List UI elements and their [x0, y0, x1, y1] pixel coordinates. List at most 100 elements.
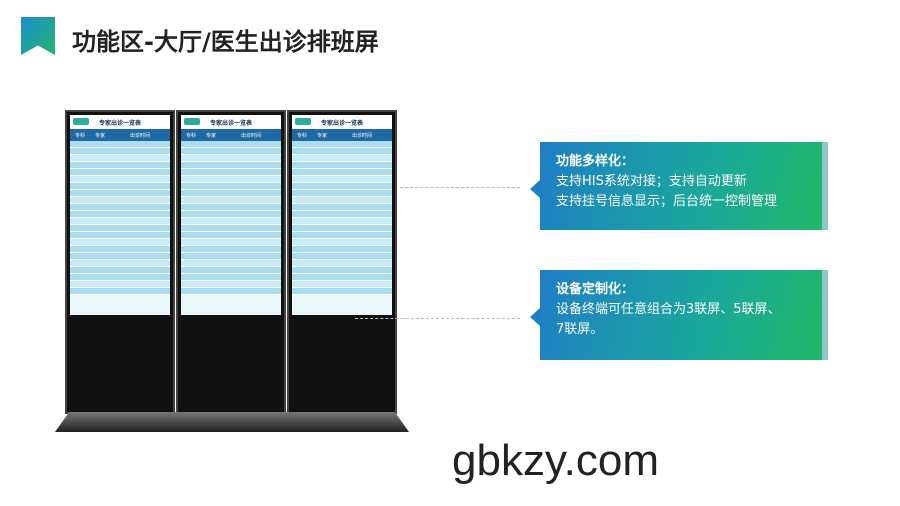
schedule-row	[70, 232, 170, 239]
feature-line: 7联屏。	[556, 322, 604, 337]
schedule-row	[181, 197, 281, 204]
col-doctor: 专家	[94, 132, 105, 139]
schedule-row	[181, 204, 281, 211]
feature-title: 设备定制化：	[556, 282, 635, 297]
schedule-row	[181, 155, 281, 162]
schedule-row	[181, 260, 281, 267]
col-doctor: 专家	[205, 132, 216, 139]
screen-heading: 专家出诊一览表	[98, 119, 141, 127]
schedule-row	[181, 288, 281, 295]
schedule-screen: 专家出诊一览表专科 专家 出诊时间	[292, 115, 392, 315]
schedule-row	[292, 239, 392, 246]
schedule-row	[292, 232, 392, 239]
feature-title: 功能多样化：	[556, 154, 635, 169]
schedule-screen: 专家出诊一览表专科 专家 出诊时间	[181, 115, 281, 315]
schedule-row	[292, 274, 392, 281]
hospital-logo	[295, 118, 311, 125]
schedule-row	[70, 260, 170, 267]
schedule-row	[181, 148, 281, 155]
schedule-row	[70, 288, 170, 295]
schedule-screen: 专家出诊一览表专科 专家 出诊时间	[70, 115, 170, 315]
schedule-row	[70, 246, 170, 253]
schedule-row	[181, 183, 281, 190]
col-time: 出诊时间	[351, 132, 372, 139]
schedule-row	[181, 162, 281, 169]
schedule-row	[181, 218, 281, 225]
schedule-row	[70, 155, 170, 162]
col-dept: 专科	[185, 132, 196, 139]
schedule-row	[70, 225, 170, 232]
schedule-row	[292, 176, 392, 183]
kiosk-display: 专家出诊一览表专科 专家 出诊时间	[176, 110, 286, 414]
col-time: 出诊时间	[240, 132, 261, 139]
schedule-row	[181, 176, 281, 183]
screen-heading: 专家出诊一览表	[209, 119, 252, 127]
schedule-row	[181, 239, 281, 246]
schedule-row	[70, 267, 170, 274]
schedule-row	[181, 267, 281, 274]
schedule-row	[181, 211, 281, 218]
kiosk-display: 专家出诊一览表专科 专家 出诊时间	[65, 110, 175, 414]
schedule-row	[292, 155, 392, 162]
hospital-logo	[184, 118, 200, 125]
schedule-row	[292, 253, 392, 260]
col-doctor: 专家	[316, 132, 327, 139]
col-time: 出诊时间	[129, 132, 150, 139]
schedule-row	[70, 176, 170, 183]
feature-card-2: 设备定制化： 设备终端可任意组合为3联屏、5联屏、 7联屏。	[530, 270, 822, 360]
schedule-row	[70, 253, 170, 260]
schedule-row	[292, 260, 392, 267]
schedule-row	[70, 190, 170, 197]
connector-line	[400, 187, 520, 188]
feature-line: 支持挂号信息显示；后台统一控制管理	[556, 194, 778, 209]
schedule-row	[292, 197, 392, 204]
schedule-row	[181, 141, 281, 148]
schedule-row	[181, 225, 281, 232]
schedule-row	[70, 204, 170, 211]
schedule-row	[181, 253, 281, 260]
schedule-row	[181, 281, 281, 288]
schedule-row	[70, 141, 170, 148]
kiosk-base	[55, 412, 409, 432]
screen-heading: 专家出诊一览表	[320, 119, 363, 127]
schedule-row	[181, 190, 281, 197]
schedule-row	[292, 141, 392, 148]
bookmark-icon	[21, 17, 55, 55]
hospital-logo	[73, 118, 89, 125]
page-title: 功能区-大厅/医生出诊排班屏	[72, 28, 379, 56]
schedule-row	[292, 183, 392, 190]
feature-line: 设备终端可任意组合为3联屏、5联屏、	[556, 302, 781, 317]
connector-line	[355, 318, 520, 319]
schedule-row	[181, 169, 281, 176]
schedule-row	[292, 211, 392, 218]
schedule-row	[70, 218, 170, 225]
schedule-row	[292, 218, 392, 225]
schedule-row	[70, 281, 170, 288]
schedule-row	[292, 148, 392, 155]
schedule-row	[292, 288, 392, 295]
schedule-row	[70, 239, 170, 246]
schedule-row	[70, 274, 170, 281]
schedule-row	[70, 211, 170, 218]
schedule-row	[70, 197, 170, 204]
schedule-row	[292, 169, 392, 176]
col-dept: 专科	[74, 132, 85, 139]
schedule-row	[181, 274, 281, 281]
schedule-row	[70, 148, 170, 155]
schedule-row	[292, 190, 392, 197]
schedule-row	[181, 246, 281, 253]
schedule-row	[292, 281, 392, 288]
schedule-row	[70, 162, 170, 169]
watermark: gbkzy.com	[452, 436, 660, 485]
schedule-row	[292, 204, 392, 211]
schedule-row	[181, 232, 281, 239]
schedule-row	[70, 183, 170, 190]
schedule-row	[292, 246, 392, 253]
schedule-row	[292, 267, 392, 274]
col-dept: 专科	[296, 132, 307, 139]
schedule-row	[292, 162, 392, 169]
feature-card-1: 功能多样化： 支持HIS系统对接；支持自动更新 支持挂号信息显示；后台统一控制管…	[530, 142, 822, 230]
schedule-row	[292, 225, 392, 232]
kiosk-display: 专家出诊一览表专科 专家 出诊时间	[287, 110, 397, 414]
schedule-row	[70, 169, 170, 176]
